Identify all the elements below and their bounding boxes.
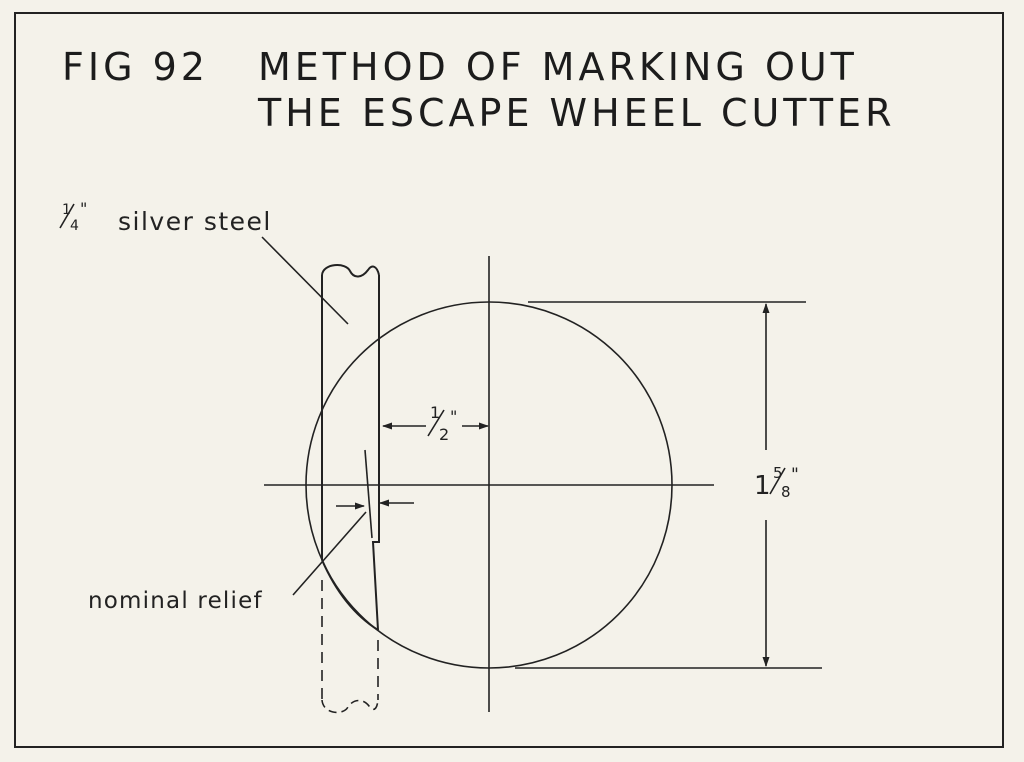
stock-size-unit: " xyxy=(80,199,87,218)
offset-unit: " xyxy=(450,407,457,426)
stock-size-numerator: 1 xyxy=(62,202,71,218)
stock-size-fraction-bar xyxy=(59,203,75,229)
cutting-edge-curve xyxy=(321,559,379,631)
figure-frame xyxy=(14,12,1004,748)
figure-title-line-2: THE ESCAPE WHEEL CUTTER xyxy=(258,91,896,135)
stock-label-text: silver steel xyxy=(118,207,272,236)
relief-mark-line xyxy=(364,449,373,539)
offset-numerator: 1 xyxy=(430,403,440,422)
relief-label: nominal relief xyxy=(88,588,263,614)
figure-title-line-1: METHOD OF MARKING OUT xyxy=(258,45,858,89)
rod-hidden-part xyxy=(321,580,379,714)
figure-number: FIG 92 xyxy=(62,45,209,89)
offset-fraction-bar xyxy=(427,409,445,437)
diameter-unit: " xyxy=(791,465,799,485)
rod-break-top xyxy=(321,264,380,278)
diameter-denominator: 8 xyxy=(781,483,791,501)
diameter-whole: 1 xyxy=(754,471,771,501)
offset-label: 1 2 " xyxy=(427,403,457,444)
relief-leader-line xyxy=(292,511,367,596)
diameter-label: 1 5 8 " xyxy=(754,464,799,501)
stock-size-denominator: 4 xyxy=(70,218,79,234)
stock-label: 1 4 " silver steel xyxy=(59,199,272,236)
rod-right-edge xyxy=(371,275,380,631)
offset-denominator: 2 xyxy=(439,425,449,444)
diameter-fraction-bar xyxy=(769,467,786,495)
stock-leader-line xyxy=(261,236,349,325)
diameter-numerator: 5 xyxy=(773,464,783,482)
